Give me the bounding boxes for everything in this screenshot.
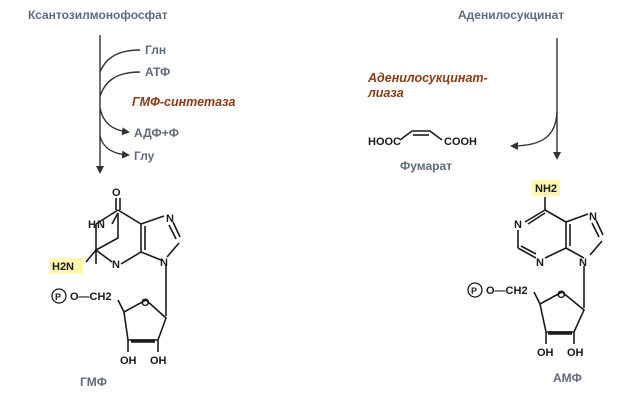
enzyme-line2: лиаза [367, 86, 404, 100]
n1: N [514, 219, 522, 231]
n9: N [160, 257, 168, 269]
h2n-group: H2N [52, 261, 74, 273]
oh-2: OH [120, 355, 137, 367]
n3: N [112, 259, 120, 271]
oh-2: OH [537, 347, 554, 359]
bond [533, 291, 541, 305]
fumarate-hooc: HOOC [368, 136, 401, 148]
nh2-group: NH2 [535, 183, 557, 195]
bond [591, 222, 600, 238]
oh-3: OH [150, 355, 167, 367]
bond [85, 249, 97, 263]
atp-in-arrow [99, 71, 141, 97]
phosphate-circle [51, 288, 67, 304]
glu-out-arrow [99, 135, 130, 159]
gln-in-arrow [99, 49, 141, 73]
bond [95, 209, 119, 225]
oh-3: OH [567, 347, 584, 359]
glu-label: Глу [134, 149, 155, 163]
fumarate-cooh: COOH [444, 136, 477, 148]
bond [117, 209, 142, 225]
bond [117, 299, 125, 313]
ribose-o: O [557, 289, 566, 301]
n1: N [97, 219, 105, 231]
n1-h: H [88, 219, 96, 231]
bond [520, 245, 537, 255]
o-ch2: O—CH2 [486, 285, 528, 297]
ribose-ring [539, 291, 585, 333]
gmp-structure: O H N N N N H2N P O—CH2 O OH OH ГМФ [49, 187, 181, 389]
h2n-highlight [49, 258, 83, 274]
fumarate-label: Фумарат [400, 159, 452, 173]
fumarate-out-arrow [510, 111, 558, 150]
bond [140, 215, 165, 225]
n7: N [589, 211, 597, 223]
nh2-highlight [532, 180, 560, 196]
n3: N [536, 257, 544, 269]
phosphate-circle [467, 282, 483, 298]
amp-label: АМФ [553, 371, 582, 385]
gln-label: Глн [145, 43, 166, 57]
bond [524, 209, 546, 223]
adp-out-arrow [99, 107, 130, 136]
right-pathway: Аденилосукцинат Аденилосукцинат- лиаза H… [367, 8, 564, 173]
adp-pi-label: АДФ+Ф [134, 126, 179, 140]
bond [517, 247, 537, 259]
o-ch2: O—CH2 [70, 291, 112, 303]
bond [168, 224, 177, 240]
phosphate-p: P [55, 292, 61, 302]
bond [595, 219, 604, 236]
n7: N [166, 213, 174, 225]
bond [111, 212, 119, 225]
n9: N [579, 257, 587, 269]
fumarate-backbone [399, 130, 443, 141]
bond [565, 213, 589, 223]
bond [544, 209, 567, 223]
bond [172, 221, 181, 238]
gmp-synthetase-label: ГМФ-синтетаза [132, 95, 235, 109]
bond [544, 247, 567, 259]
phosphate-p: P [471, 286, 477, 296]
bond [589, 240, 603, 256]
ribose-o: O [141, 297, 150, 309]
bond [166, 242, 180, 258]
right-substrate-label: Аденилосукцинат [458, 8, 564, 22]
ribose-ring [123, 299, 167, 341]
carbonyl-o: O [112, 187, 121, 199]
bond [140, 251, 162, 261]
amp-structure: NH2 N N N N P O—CH2 O OH OH [467, 180, 604, 385]
left-substrate-label: Ксантозилмонофосфат [28, 8, 168, 22]
gmp-label: ГМФ [80, 375, 107, 389]
bond [527, 212, 546, 225]
bond [95, 249, 113, 263]
bond [95, 213, 119, 264]
bond [565, 247, 585, 259]
enzyme-line1: Аденилосукцинат- [367, 71, 488, 85]
bond [120, 251, 142, 265]
atp-label: АТФ [145, 65, 170, 79]
left-pathway: Ксантозилмонофосфат Глн АТФ ГМФ-синтетаз… [28, 8, 235, 174]
